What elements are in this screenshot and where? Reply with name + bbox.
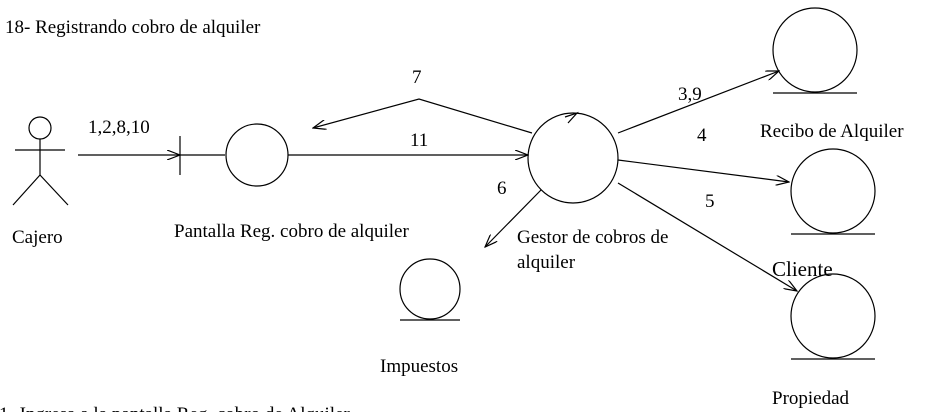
diagram-title: 18- Registrando cobro de alquiler bbox=[5, 17, 261, 38]
message-label-6: 6 bbox=[497, 178, 507, 199]
control-label-line1: Gestor de cobros de bbox=[517, 227, 668, 248]
control-object-icon bbox=[527, 111, 619, 204]
entity-propiedad-label: Propiedad bbox=[772, 388, 850, 409]
message-label-5: 5 bbox=[705, 191, 715, 212]
entity-impuestos-label: Impuestos bbox=[380, 356, 458, 377]
boundary-label: Pantalla Reg. cobro de alquiler bbox=[174, 221, 409, 242]
message-control-to-recibo bbox=[617, 71, 779, 134]
message-control-to-propiedad bbox=[617, 182, 797, 291]
message-control-to-boundary bbox=[313, 98, 533, 134]
entity-recibo-label: Recibo de Alquiler bbox=[760, 121, 904, 142]
message-label-11: 11 bbox=[410, 130, 428, 151]
entity-propiedad-icon bbox=[790, 273, 876, 360]
control-label-line2: alquiler bbox=[517, 252, 576, 273]
actor-label: Cajero bbox=[12, 227, 63, 248]
entity-cliente-icon bbox=[790, 148, 876, 235]
entity-recibo-icon bbox=[772, 7, 858, 94]
message-control-to-impuestos bbox=[485, 189, 542, 247]
actor-icon bbox=[12, 116, 69, 206]
message-label-7: 7 bbox=[412, 67, 422, 88]
footnote-step-1: 1- Ingresa a la pantalla Reg. cobro de A… bbox=[0, 404, 351, 412]
entity-impuestos-icon bbox=[399, 258, 461, 321]
message-control-to-cliente bbox=[617, 159, 789, 182]
message-label-4: 4 bbox=[697, 125, 707, 146]
message-label-1-2-8-10: 1,2,8,10 bbox=[88, 117, 150, 138]
entity-cliente-label: Cliente bbox=[772, 257, 833, 281]
boundary-object-icon bbox=[179, 123, 289, 187]
message-label-3-9: 3,9 bbox=[678, 84, 702, 105]
